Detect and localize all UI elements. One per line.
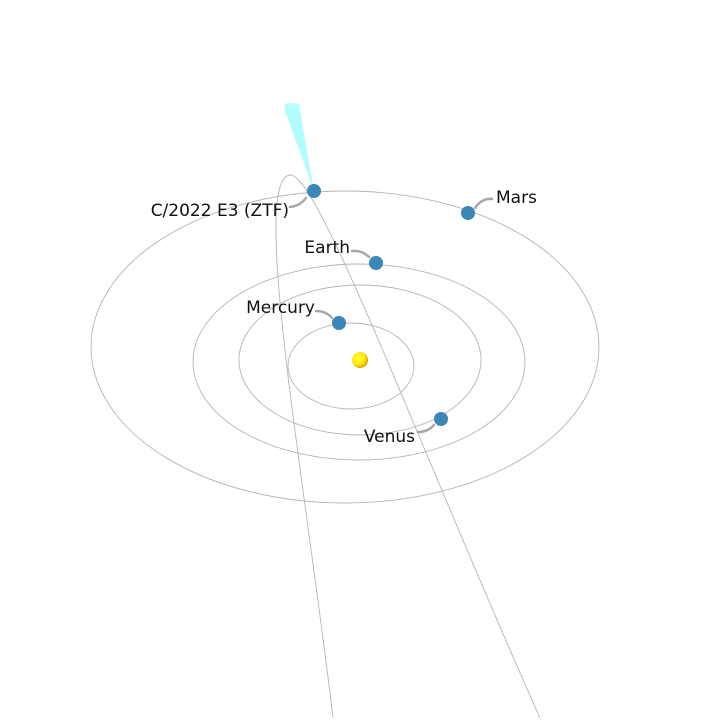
earth-orbit [192,263,526,461]
mars-orbit [90,190,600,504]
venus-marker[interactable] [434,412,448,426]
earth-leader [350,249,371,259]
mars-label: Mars [496,188,537,208]
comet-tail-end [284,103,300,109]
venus-orbit [238,284,482,436]
venus-label: Venus [364,427,415,447]
mercury-orbit [287,322,415,410]
sun[interactable] [352,352,368,368]
comet-marker[interactable] [307,184,321,198]
comet-orbit [275,174,541,719]
comet-leader [288,196,308,209]
mars-marker[interactable] [461,206,475,220]
comet-label: C/2022 E3 (ZTF) [151,201,289,221]
earth-marker[interactable] [369,256,383,270]
mercury-marker[interactable] [332,316,346,330]
earth-label: Earth [304,238,350,258]
comet-tail [284,105,314,191]
venus-leader [416,423,436,434]
mercury-label: Mercury [246,298,315,318]
mars-leader [473,197,494,210]
mercury-leader [314,309,334,320]
